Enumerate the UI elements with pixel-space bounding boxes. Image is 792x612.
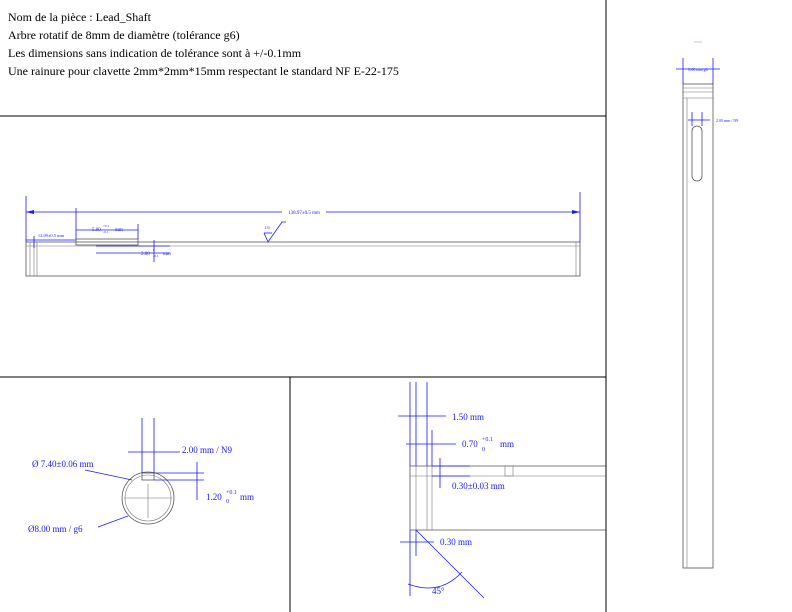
side-keyway-slot: [691, 125, 703, 182]
overall-length-label: 138.97±0.5 mm: [288, 211, 320, 216]
part-name-note: Nom de la pièce : Lead_Shaft: [8, 10, 151, 24]
section-keyway-depth-tol-upper: +0.1: [226, 490, 237, 496]
side-shaft-outline: [682, 83, 714, 569]
keyway-width-dimension: [128, 418, 180, 473]
shaft-outline: [25, 241, 581, 277]
groove-depth-dimension: [432, 458, 470, 488]
outer-diameter-label: Ø8.00 mm / g6: [28, 524, 83, 534]
chamfer-offset-label: 12.09±0.5 mm: [38, 233, 65, 238]
overall-length-dimension: [25, 192, 581, 242]
keyway-depth-dimension: [96, 240, 170, 262]
keyway-depth-value: 2.00: [141, 252, 150, 257]
section-keyway-depth-value: 1.20: [206, 492, 222, 502]
groove-width-unit: mm: [500, 439, 514, 449]
groove-width-tol-upper: +0.1: [482, 437, 493, 443]
section-keyway-depth-unit: mm: [240, 492, 254, 502]
section-keyway-width-label: 2.00 mm / N9: [182, 445, 233, 455]
keyway-note: Une rainure pour clavette 2mm*2mm*15mm r…: [8, 64, 399, 78]
groove-offset-dimension: [398, 382, 446, 466]
side-diameter-label: 8.00 mm g6: [688, 67, 707, 72]
side-diameter-dimension: [676, 58, 720, 84]
inner-diameter-label: Ø 7.40±0.06 mm: [32, 459, 93, 469]
section-keyway-depth-tol-lower: 0: [226, 499, 229, 505]
section-view: 2.00 mm / N9 Ø 7.40±0.06 mm Ø8.00 mm / g…: [28, 418, 254, 534]
keyway-position-unit: mm: [115, 228, 123, 233]
groove-width-value: 0.70: [462, 439, 478, 449]
keyway-depth-tol-lower: -0.1: [153, 254, 159, 258]
side-view: 8.00 mm g6 2.00 mm / N9: [676, 41, 738, 569]
keyway-depth-tol-upper: 0: [153, 248, 155, 252]
keyway-position-tol-lower: -0.1: [103, 230, 109, 234]
inner-diameter-leader: [84, 469, 133, 481]
section-keyway-depth-dimension: [154, 462, 204, 500]
keyway-slot: [75, 238, 139, 246]
keyway-depth-unit: mm: [163, 252, 171, 257]
outer-circle: [121, 471, 175, 525]
groove-depth-label: 0.30±0.03 mm: [452, 481, 505, 491]
surface-roughness-symbol: [263, 221, 286, 243]
tolerance-note: Les dimensions sans indication de toléra…: [8, 46, 302, 60]
groove-offset-label: 1.50 mm: [452, 412, 484, 422]
keyway-position-tol-upper: +0.1: [103, 224, 110, 228]
chamfer-length-label: 0.30 mm: [440, 537, 472, 547]
side-keyway-width-label: 2.00 mm / N9: [716, 118, 738, 123]
side-keyway-width-dimension: [688, 112, 710, 126]
keyway-position-value: 5.00: [92, 228, 101, 233]
chamfer-angle-dimension: [407, 529, 485, 599]
description-note: Arbre rotatif de 8mm de diamètre (toléra…: [8, 28, 240, 42]
detail-view: 1.50 mm 0.70 +0.1 0 mm 0.30±0.03 mm 0.30…: [398, 382, 606, 599]
groove-width-tol-lower: 0: [482, 447, 485, 453]
front-view: 138.97±0.5 mm 12.09±0.5 mm 5.00 +0.1 -0.…: [25, 192, 581, 277]
chamfer-offset-dimension: [26, 236, 76, 248]
groove-width-dimension: [406, 382, 456, 466]
chamfer-angle-label: 45°: [432, 586, 445, 596]
outer-diameter-leader: [97, 515, 129, 528]
keyway-position-dimension: [75, 208, 139, 239]
view-frames: [0, 0, 607, 612]
keyway-cut: [141, 472, 155, 481]
roughness-value: 1.6: [264, 225, 270, 230]
